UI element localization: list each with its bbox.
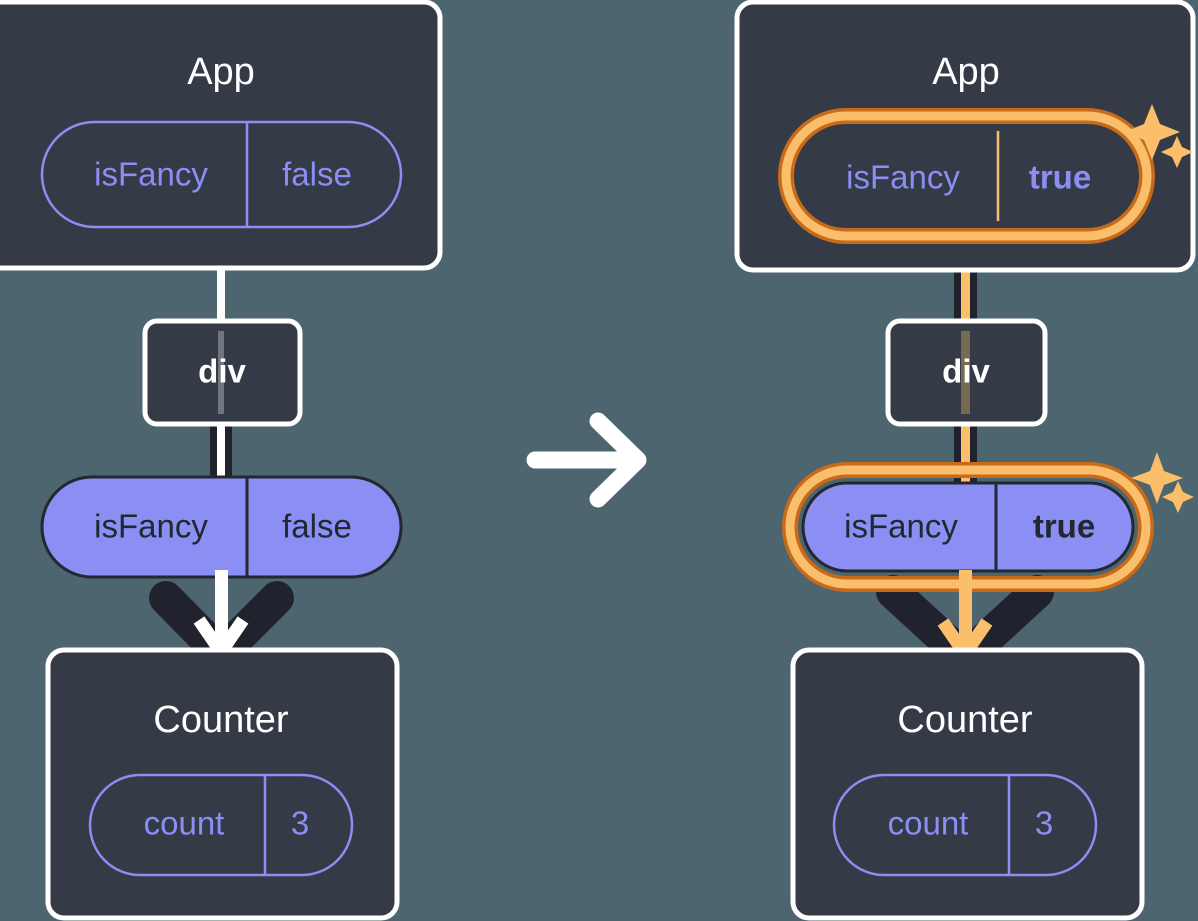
- transition-arrow-right-icon: [526, 412, 647, 508]
- right-app-card: App isFancy true: [734, 0, 1196, 273]
- right-counter-state-pill-value: 3: [1035, 805, 1053, 842]
- right-counter-state-pill-key: count: [888, 805, 969, 842]
- right-counter-state-pill: count 3: [832, 773, 1098, 877]
- left-counter-state-pill-value: 3: [291, 805, 309, 842]
- left-app-card: App isFancy false: [0, 0, 443, 271]
- left-div-node-label: div: [198, 353, 246, 390]
- left-app-state-pill-key: isFancy: [94, 156, 208, 193]
- left-counter-card-title: Counter: [153, 699, 289, 741]
- left-app-state-pill: isFancy false: [40, 120, 403, 229]
- left-prop-flow-arrow: [193, 570, 249, 664]
- left-prop-pill-key: isFancy: [94, 508, 208, 545]
- right-counter-card: Counter count 3: [790, 647, 1145, 921]
- right-app-card-title: App: [932, 51, 1000, 93]
- left-counter-state-pill-key: count: [144, 805, 225, 842]
- left-app-card-title: App: [187, 51, 255, 93]
- left-connector-div-to-pill: [210, 418, 232, 482]
- right-prop-sparkle-icon: [1131, 452, 1194, 513]
- left-connector-app-to-div: [217, 258, 225, 330]
- left-prop-pill: isFancy false: [40, 475, 403, 579]
- right-app-state-pill-key: isFancy: [846, 159, 960, 196]
- left-div-node: div: [142, 318, 303, 427]
- right-app-state-pill: isFancy true: [778, 108, 1155, 244]
- left-counter-card: Counter count 3: [45, 647, 400, 921]
- right-prop-pill-key: isFancy: [844, 508, 958, 545]
- right-div-node: div: [885, 318, 1048, 427]
- right-counter-card-title: Counter: [897, 699, 1033, 741]
- left-prop-pill-value: false: [282, 508, 352, 545]
- right-prop-pill-value: true: [1033, 508, 1095, 545]
- right-div-node-label: div: [942, 353, 990, 390]
- right-app-sparkle-icon: [1124, 104, 1193, 168]
- left-app-state-pill-value: false: [282, 156, 352, 193]
- left-counter-state-pill: count 3: [88, 773, 354, 877]
- right-prop-pill: isFancy true: [782, 462, 1154, 592]
- right-app-state-pill-value: true: [1029, 159, 1091, 196]
